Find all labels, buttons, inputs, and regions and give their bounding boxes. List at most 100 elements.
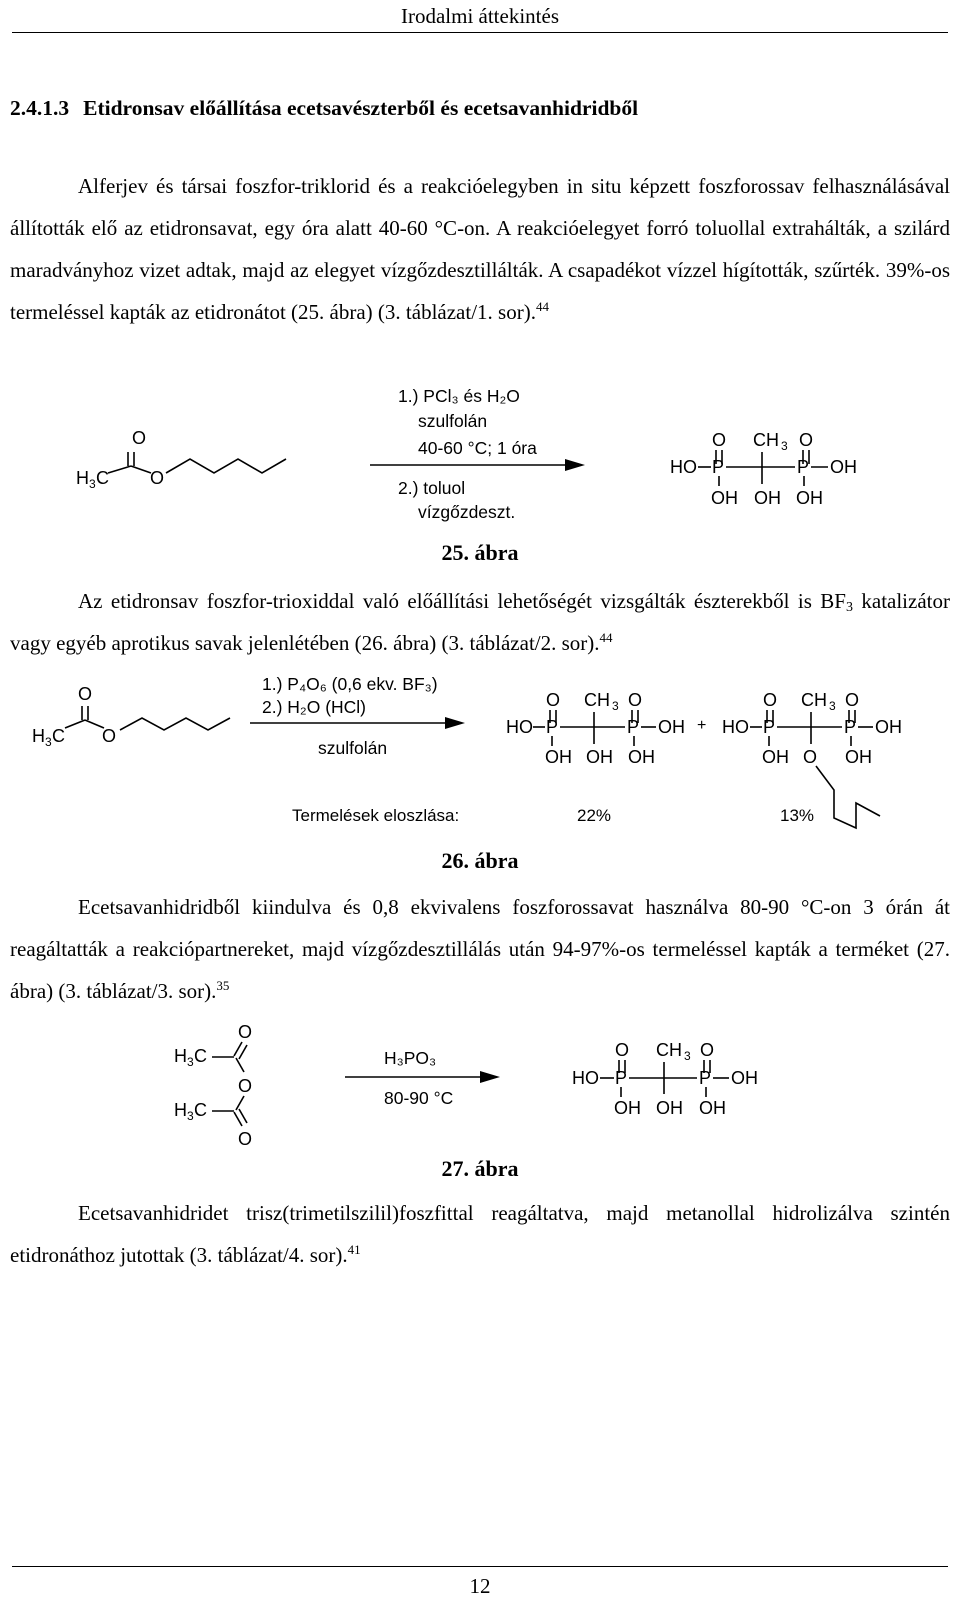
svg-text:OH: OH (656, 1098, 683, 1118)
svg-text:3: 3 (829, 699, 836, 713)
svg-text:OH: OH (875, 717, 902, 737)
svg-text:CH: CH (656, 1040, 682, 1060)
svg-text:OH: OH (754, 488, 781, 508)
running-header: Irodalmi áttekintés (400, 4, 560, 28)
svg-text:P: P (615, 1068, 627, 1088)
svg-text:HO: HO (670, 457, 697, 477)
citation-44: 44 (599, 630, 613, 645)
svg-text:3: 3 (684, 1049, 691, 1063)
svg-text:O: O (615, 1040, 629, 1060)
svg-text:O: O (546, 690, 560, 710)
svg-text:CH: CH (584, 690, 610, 710)
paragraph-4-text: Ecetsavanhidridet trisz(trimetilszilil)f… (10, 1201, 950, 1267)
paragraph-2-text-a: Az etidronsav foszfor-trioxiddal való el… (78, 589, 846, 613)
yield-label: Termelések eloszlása: (292, 806, 459, 825)
svg-text:O: O (763, 690, 777, 710)
svg-text:P: P (797, 457, 809, 477)
svg-text:P: P (844, 717, 856, 737)
svg-text:3: 3 (612, 699, 619, 713)
svg-text:P: P (546, 717, 558, 737)
figure-27-scheme: O H 3 C O H 3 C O H₃PO₃ 80-90 °C O CH 3 … (0, 1012, 960, 1152)
svg-text:3: 3 (781, 439, 788, 453)
svg-text:O: O (238, 1129, 252, 1149)
paragraph-2-text-b: katalizátor vagy egyéb aprotikus savak j… (10, 589, 950, 655)
svg-text:OH: OH (796, 488, 823, 508)
svg-text:O: O (803, 747, 817, 767)
citation-35: 35 (216, 978, 230, 993)
svg-text:CH: CH (753, 430, 779, 450)
svg-text:OH: OH (711, 488, 738, 508)
svg-text:OH: OH (830, 457, 857, 477)
svg-text:O: O (845, 690, 859, 710)
svg-text:OH: OH (614, 1098, 641, 1118)
yield-22: 22% (577, 806, 611, 825)
svg-text:OH: OH (699, 1098, 726, 1118)
svg-text:P: P (763, 717, 775, 737)
fig25-cond-5: vízgőzdeszt. (418, 502, 515, 522)
svg-text:C: C (194, 1046, 207, 1066)
paragraph-2: Az etidronsav foszfor-trioxiddal való el… (10, 580, 950, 664)
paragraph-4: Ecetsavanhidridet trisz(trimetilszilil)f… (10, 1192, 950, 1276)
svg-text:O: O (628, 690, 642, 710)
svg-text:O: O (700, 1040, 714, 1060)
fig26-cond-3: szulfolán (318, 738, 387, 758)
fig26-cond-2: 2.) H₂O (HCl) (262, 697, 366, 717)
svg-text:OH: OH (628, 747, 655, 767)
svg-text:OH: OH (658, 717, 685, 737)
fig25-cond-4: 2.) toluol (398, 478, 465, 498)
footer-rule (12, 1566, 948, 1567)
svg-text:OH: OH (762, 747, 789, 767)
fig25-cond-2: szulfolán (418, 411, 487, 431)
svg-text:HO: HO (506, 717, 533, 737)
section-title: Etidronsav előállítása ecetsavészterből … (83, 96, 639, 120)
svg-text:OH: OH (731, 1068, 758, 1088)
svg-text:H: H (174, 1046, 187, 1066)
figure-25-caption: 25. ábra (441, 540, 519, 565)
svg-text:C: C (52, 726, 65, 746)
etidronic-acid-product-27: O CH 3 O HO P P OH OH OH OH (572, 1040, 758, 1118)
figure-25-scheme: O H 3 C O 1.) PCl₃ és H₂O szulfolán 40-6… (0, 380, 960, 540)
svg-text:H: H (174, 1100, 187, 1120)
section-heading: 2.4.1.3 Etidronsav előállítása ecetsavész… (10, 96, 638, 121)
svg-text:H: H (32, 726, 45, 746)
bf3-subscript: 3 (845, 600, 853, 615)
citation-41: 41 (347, 1242, 361, 1257)
fig27-temperature: 80-90 °C (384, 1088, 453, 1108)
fig25-cond-1: 1.) PCl₃ és H₂O (398, 386, 520, 406)
svg-text:3: 3 (89, 477, 96, 491)
figure-26-scheme: O H 3 C O 1.) P₄O₆ (0,6 ekv. BF₃) 2.) H₂… (0, 668, 960, 838)
fig26-cond-1: 1.) P₄O₆ (0,6 ekv. BF₃) (262, 674, 438, 694)
svg-text:OH: OH (845, 747, 872, 767)
svg-text:HO: HO (572, 1068, 599, 1088)
fig27-reagent: H₃PO₃ (384, 1048, 436, 1068)
methyl-label: H (76, 468, 89, 488)
svg-text:CH: CH (801, 690, 827, 710)
paragraph-3: Ecetsavanhidridből kiindulva és 0,8 ekvi… (10, 886, 950, 1012)
paragraph-1-text: Alferjev és társai foszfor-triklorid és … (10, 174, 950, 324)
etidronic-acid-product: O CH 3 O HO P P OH OH OH OH (506, 690, 685, 767)
svg-text:3: 3 (45, 735, 52, 749)
svg-text:O: O (78, 684, 92, 704)
svg-text:C: C (194, 1100, 207, 1120)
svg-text:OH: OH (545, 747, 572, 767)
svg-text:O: O (238, 1022, 252, 1042)
section-number: 2.4.1.3 (10, 96, 70, 120)
paragraph-3-text: Ecetsavanhidridből kiindulva és 0,8 ekvi… (10, 895, 950, 1003)
svg-text:HO: HO (722, 717, 749, 737)
plus-sign: + (697, 717, 706, 734)
page-number: 12 (469, 1574, 491, 1598)
ester-product: O CH 3 O HO P P OH OH O OH (722, 690, 902, 830)
svg-text:O: O (799, 430, 813, 450)
svg-text:O: O (712, 430, 726, 450)
svg-text:P: P (699, 1068, 711, 1088)
svg-text:C: C (96, 468, 109, 488)
ester-o: O (150, 468, 164, 488)
svg-text:3: 3 (187, 1109, 194, 1123)
svg-text:O: O (102, 726, 116, 746)
fig25-cond-3: 40-60 °C; 1 óra (418, 438, 537, 458)
figure-26-caption: 26. ábra (441, 848, 519, 873)
svg-text:OH: OH (586, 747, 613, 767)
figure-27-caption: 27. ábra (441, 1156, 519, 1181)
yield-13: 13% (780, 806, 814, 825)
etidronic-acid-structure: O CH 3 O HO P P OH OH OH OH (670, 430, 857, 508)
